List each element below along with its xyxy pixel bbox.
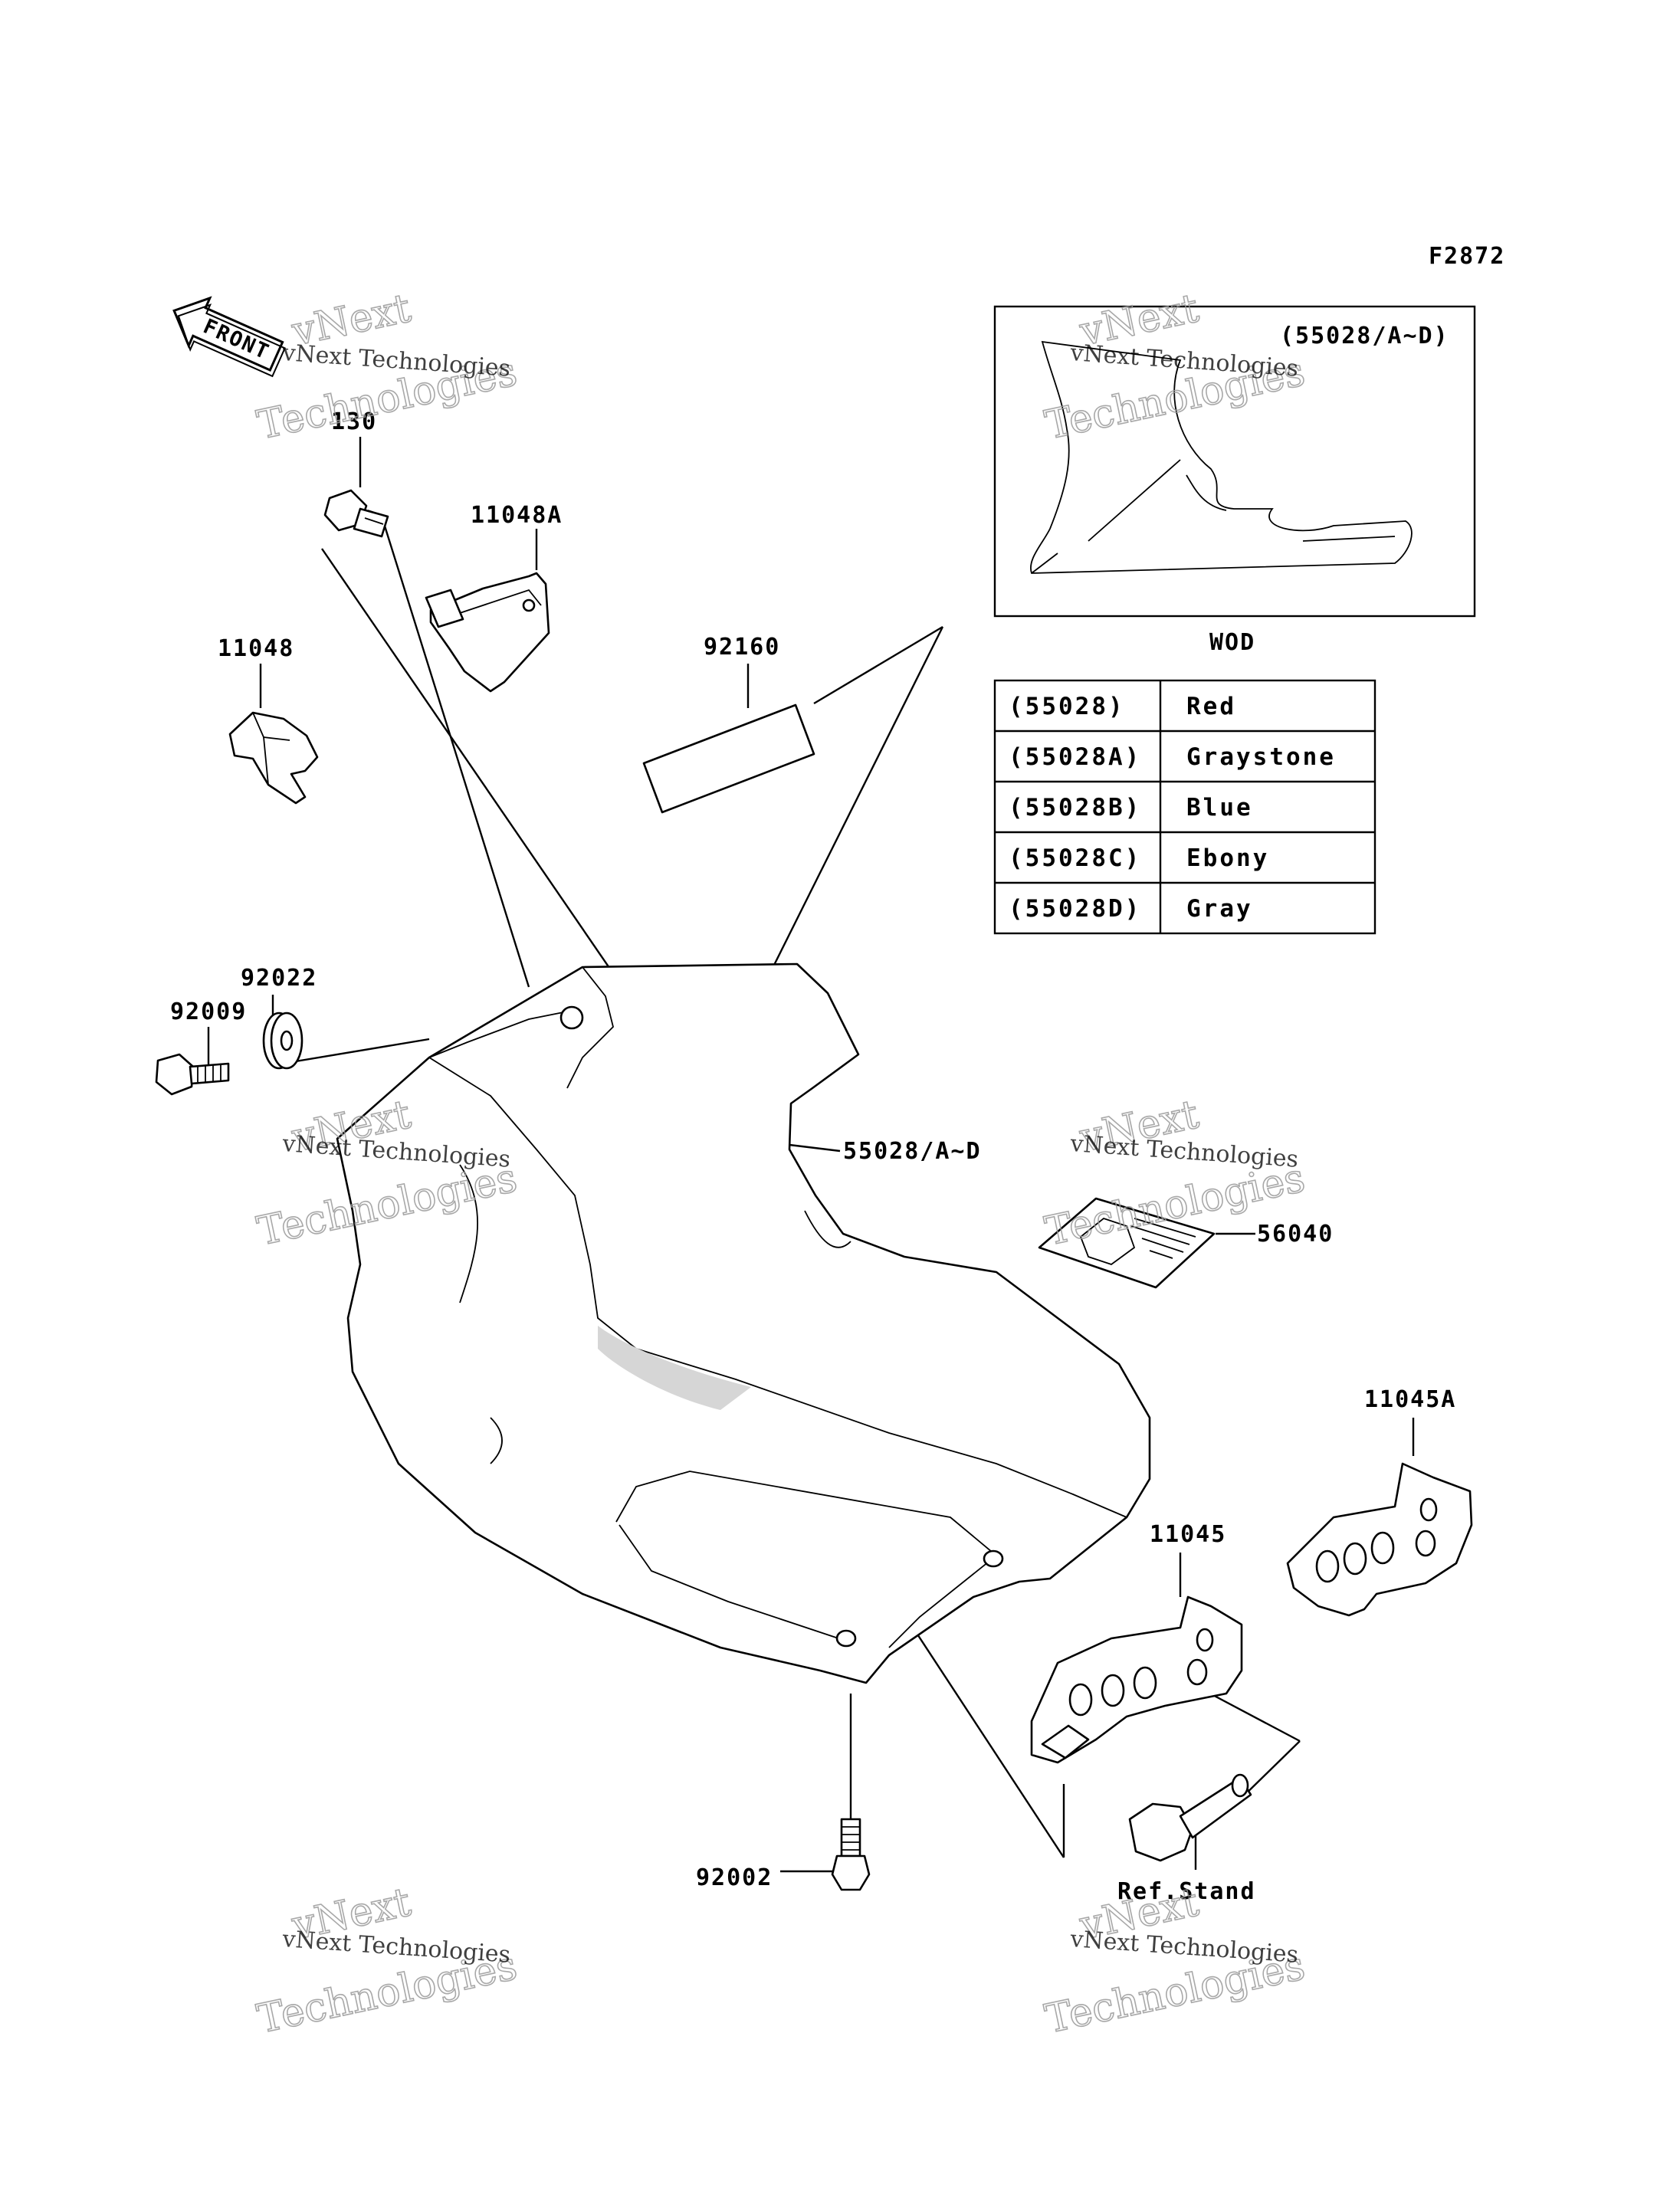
inset-cowl-outline [1030,340,1413,574]
bolt-92002-icon [831,1818,871,1891]
color-table: (55028) Red (55028A) Graystone (55028B) … [993,679,1376,935]
leader-lines [207,437,1415,1873]
figure-code: F2872 [1429,243,1505,270]
callout-11045: 11045 [1150,1521,1226,1548]
color-name: Graystone [1186,743,1336,771]
callout-92160: 92160 [704,634,780,661]
callout-11048a: 11048A [471,502,563,529]
stand-bolt-icon [1128,1773,1252,1862]
inset-panel: (55028/A~D) WOD [993,305,1476,656]
label-56040-icon [1038,1197,1216,1289]
sticker-92160-icon [642,703,815,814]
callout-11045a: 11045A [1364,1386,1456,1413]
table-row: (55028D) Gray [1009,895,1253,923]
washer-92022-icon [262,1012,304,1070]
callout-11048: 11048 [218,635,294,662]
callout-56040: 56040 [1257,1221,1334,1248]
clip-11048-icon [228,711,319,805]
bracket-11048a-icon [425,572,550,693]
lower-cowl-55028-icon [336,962,1151,1684]
color-name: Gray [1186,895,1253,923]
table-row: (55028B) Blue [1009,794,1253,821]
watermark: vNext Technologies [1068,1926,1299,1969]
callout-130: 130 [331,408,377,435]
color-code: (55028D) [1009,895,1141,923]
table-row: (55028C) Ebony [1009,844,1269,872]
table-row: (55028) Red [1009,693,1236,720]
watermark: vNext Technologies [281,1926,511,1969]
bolt-130-icon [323,489,389,538]
color-code: (55028C) [1009,844,1141,872]
color-code: (55028A) [1009,743,1141,771]
color-code: (55028B) [1009,794,1141,821]
bracket-11045a-icon [1286,1462,1473,1617]
callout-92009: 92009 [170,998,247,1025]
watermark-line: vNext Technologies [1068,1926,1299,1969]
inset-caption: WOD [1209,629,1255,656]
color-name: Red [1186,693,1236,720]
color-name: Ebony [1186,844,1269,872]
watermark-line: vNext Technologies [281,1926,511,1969]
color-code: (55028) [1009,693,1125,720]
callout-92022: 92022 [241,965,317,992]
table-row: (55028A) Graystone [1009,743,1336,771]
bracket-11045-icon [1030,1595,1243,1764]
bolt-92009-icon [155,1053,230,1096]
callout-55028: 55028/A~D [843,1138,982,1165]
inset-label: (55028/A~D) [1280,323,1449,349]
front-arrow-icon: FRONT [172,296,286,378]
color-name: Blue [1186,794,1253,821]
callout-92002: 92002 [696,1864,773,1891]
callout-ref-stand: Ref.Stand [1117,1878,1256,1905]
